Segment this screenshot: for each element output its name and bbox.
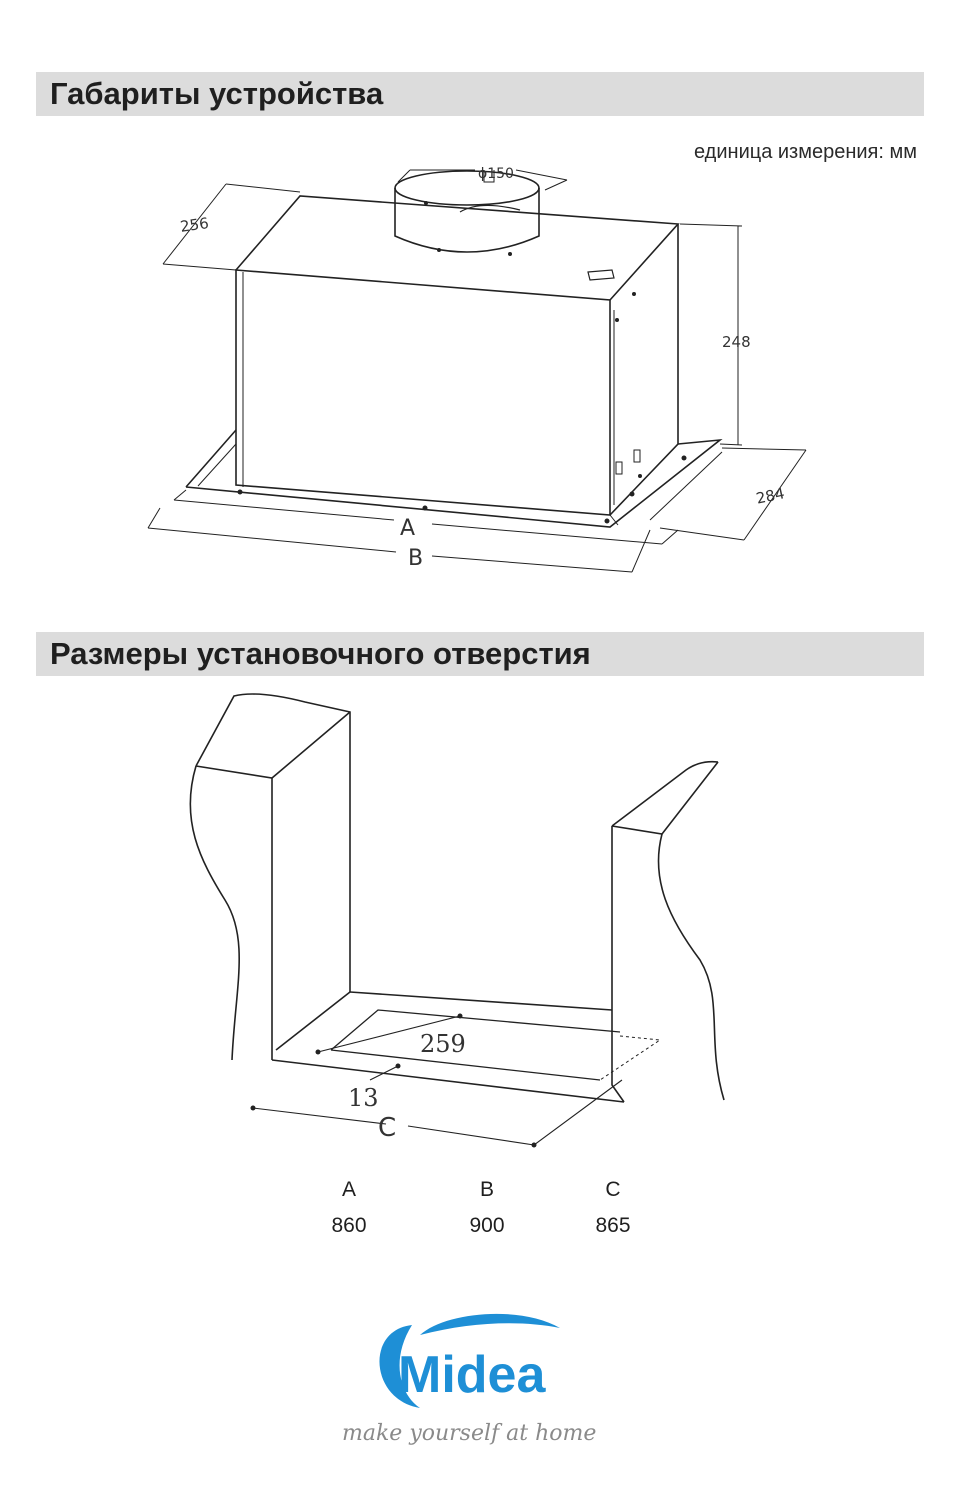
brand-tagline: make yourself at home — [342, 1421, 596, 1446]
offset-label: 13 — [348, 1084, 379, 1112]
dimension-label: A — [341, 1178, 356, 1201]
dimension-label: B — [479, 1178, 494, 1201]
cutout-depth-label: 259 — [420, 1030, 466, 1058]
section-title: Габариты устройства — [50, 76, 384, 111]
device-dimension-drawing: ϕ150 256 248 284 A B — [147, 166, 807, 573]
height-label: 248 — [722, 333, 751, 351]
section-header-cutout: Размеры установочного отверстия — [36, 632, 924, 676]
section-header-dimensions: Габариты устройства — [36, 72, 924, 116]
logo-wordmark: Midea — [398, 1346, 546, 1404]
dimension-column-a: A 860 — [289, 1178, 409, 1238]
dimension-label: C — [605, 1178, 621, 1201]
depth-bottom-label: 284 — [754, 484, 786, 508]
cutout-dimension-drawing: 259 13 C — [189, 693, 725, 1148]
dimension-value: 860 — [331, 1214, 367, 1237]
width-b-label: B — [408, 546, 423, 571]
depth-top-label: 256 — [179, 214, 210, 236]
dimension-column-c: C 865 — [553, 1178, 673, 1238]
diameter-label: ϕ150 — [478, 166, 514, 182]
dimension-column-b: B 900 — [427, 1178, 547, 1238]
width-a-label: A — [400, 516, 415, 541]
midea-logo: Midea make yourself at home — [342, 1313, 596, 1446]
dimension-value: 865 — [595, 1214, 631, 1237]
unit-note: единица измерения: мм — [694, 141, 917, 163]
section-title: Размеры установочного отверстия — [50, 636, 591, 671]
width-c-label: C — [378, 1113, 396, 1143]
dimension-value: 900 — [469, 1214, 505, 1237]
